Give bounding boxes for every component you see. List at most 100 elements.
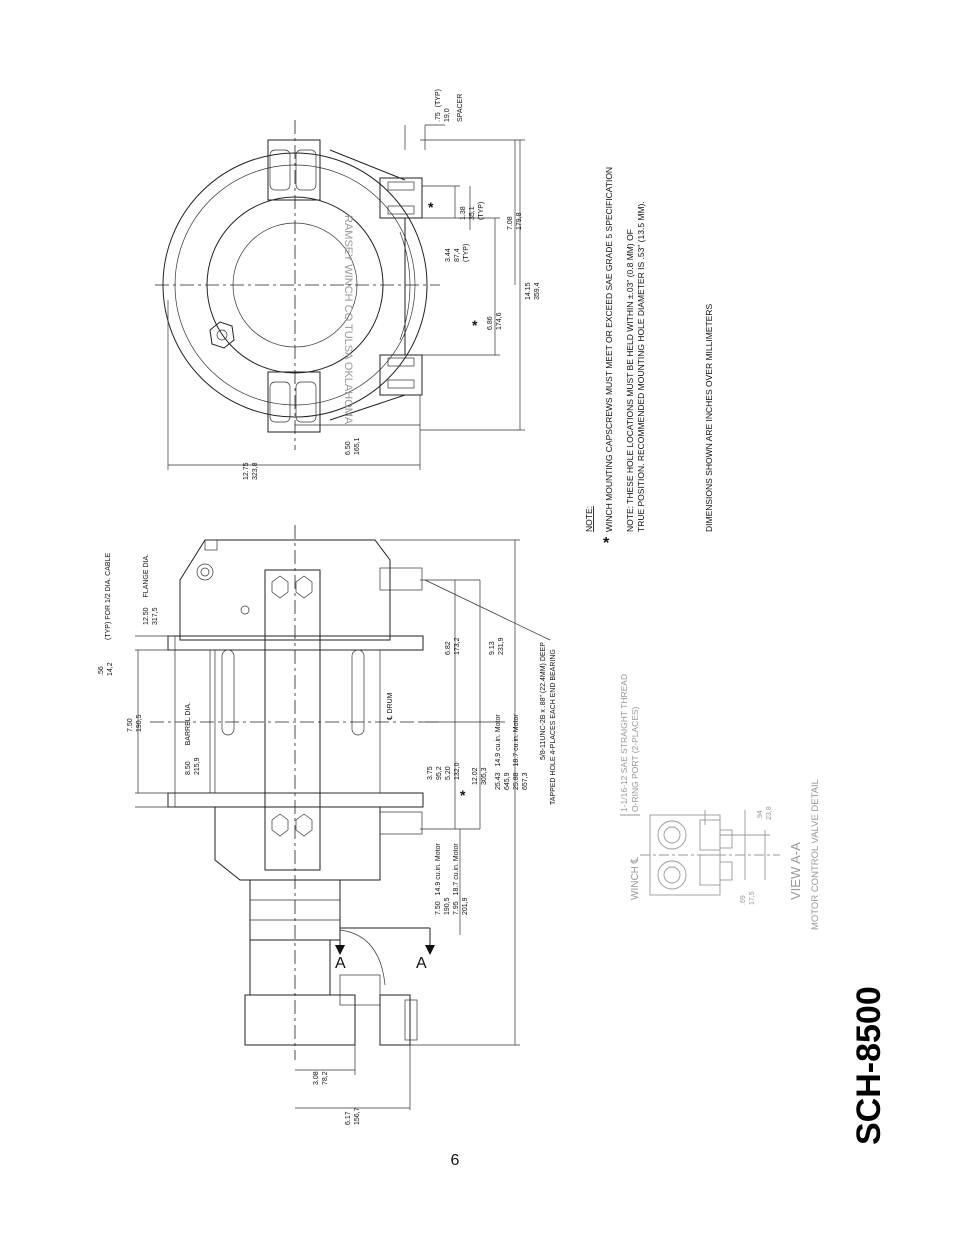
cable-dim-mm: 14,2 <box>107 662 114 676</box>
overall-149-inch: 25.43 <box>495 772 502 790</box>
overall-depth-inch: 12.75 <box>243 462 250 480</box>
hole-spacing-mm: 35,1 <box>469 206 476 220</box>
mount-width-mm: 174,6 <box>496 312 503 330</box>
flange-inch: 12.50 <box>143 607 150 625</box>
side-view: A A (TYP) FOR 1/2 DIA. CABLE .56 14,2 12… <box>98 525 557 1125</box>
barrel-label: BARREL DIA. <box>185 702 192 745</box>
dim-b-inch: .69 <box>740 895 747 905</box>
page-number: 6 <box>450 1152 460 1169</box>
bearing-span-mm: 231,9 <box>498 637 505 655</box>
overall-depth-mm: 323,8 <box>252 462 259 480</box>
spacer-label: SPACER <box>457 94 464 122</box>
mount-width-marker: * <box>472 317 478 333</box>
page-title: SCH-8500 <box>850 986 888 1145</box>
hole-spacing-typ: (TYP) <box>478 202 485 220</box>
overall-height-inch: 14.15 <box>525 282 532 300</box>
svg-text:25.4314.9 cu.in. Motor: 25.4314.9 cu.in. Motor <box>495 714 502 790</box>
svg-text:12.50FLANGE DIA.: 12.50 FLANGE DIA. <box>143 554 150 625</box>
view-aa-detail: 1-1/16-12 SAE STRAIGHT THREAD O-RING POR… <box>619 674 821 930</box>
half-height-mm: 179,8 <box>516 212 523 230</box>
svg-text:℄ DRUM: ℄ DRUM <box>387 692 394 721</box>
drain-plug-icon <box>209 321 235 349</box>
mount-length-inch: 12.02 <box>472 767 479 785</box>
overall-149-mm: 645,9 <box>504 772 511 790</box>
svg-text:.75 (TYP): .75 (TYP) <box>435 89 442 122</box>
half-height-inch: 7.08 <box>507 216 514 230</box>
flange-offset-inch: 6.82 <box>445 641 452 655</box>
end-view: RAMSEY WINCH CO TULSA OKLAHOMA .75 (TYP)… <box>155 89 541 480</box>
valve-offset-mm: 78,2 <box>322 1071 329 1085</box>
spacer-inch: .75 <box>435 112 442 122</box>
barrel-mm: 215,9 <box>194 757 201 775</box>
note-line-2: NOTE: THESE HOLE LOCATIONS MUST BE HELD … <box>625 229 635 532</box>
barrel-width-inch: 7.50 <box>127 718 134 732</box>
hole-spacing-inch: 1.38 <box>460 206 467 220</box>
winch-cl-label: WINCH ℄ <box>630 856 641 900</box>
spacer-typ: (TYP) <box>435 89 442 107</box>
svg-text:7.5014.9 cu.in. Motor: 7.50 14.9 cu.in. Motor <box>435 843 442 915</box>
dim-a-inch: .94 <box>757 810 764 820</box>
tie-bar-bottom <box>267 371 321 433</box>
bearing-span-inch: 9.13 <box>489 641 496 655</box>
tie-bar-side <box>264 569 321 871</box>
notes-marker: * <box>603 535 610 552</box>
hole-offset-inch: 3.44 <box>445 248 452 262</box>
title-block: SCH-8500 <box>850 986 888 1145</box>
center-height-mm: 165,1 <box>354 437 361 455</box>
motor-adapter <box>249 939 331 996</box>
hole-offset-mm: 87,4 <box>454 248 461 262</box>
cable-dim-inch: .56 <box>98 666 105 676</box>
drum-offset-mm: 95,2 <box>436 766 443 780</box>
notes: NOTE: * WINCH MOUNTING CAPSCREWS MUST ME… <box>584 167 714 552</box>
view-title: VIEW A-A <box>788 842 803 900</box>
motor-end-bearing <box>214 807 381 881</box>
drum-offset-inch: 3.75 <box>427 766 434 780</box>
overall-height-mm: 359,4 <box>534 282 541 300</box>
flange-mm: 317,5 <box>152 607 159 625</box>
flange-offset-mm: 173,2 <box>454 637 461 655</box>
flange-bottom <box>167 792 424 808</box>
hole-spacing-marker: * <box>428 199 434 215</box>
control-valve <box>244 994 356 1046</box>
note-line-4: DIMENSIONS SHOWN ARE INCHES OVER MILLIME… <box>704 304 714 532</box>
valve-offset-inch: 3.08 <box>313 1071 320 1085</box>
section-mark-right: A <box>416 955 427 972</box>
tapped-hole-note-1: 5/8-11UNC-2B x .88" (22.4MM) DEEP <box>540 642 547 760</box>
hole-offset-typ: (TYP) <box>463 244 470 262</box>
gear-housing <box>179 539 391 641</box>
motor-187-mm: 201,9 <box>462 897 469 915</box>
center-height-inch: 6.50 <box>345 441 352 455</box>
flange-top <box>167 635 424 651</box>
motor-149-mm: 190,5 <box>444 897 451 915</box>
mount-foot-top <box>379 177 423 219</box>
valve-length-mm: 156,7 <box>354 1107 361 1125</box>
mount-length-mm: 305,3 <box>481 767 488 785</box>
tie-bar-top <box>267 139 321 201</box>
motor-187-inch: 7.95 <box>453 901 460 915</box>
svg-text:RAMSEY WINCH CO TULSA OKLAHOMA: RAMSEY WINCH CO TULSA OKLAHOMA <box>342 215 354 425</box>
motor-149-inch: 7.50 <box>435 901 442 915</box>
mount-span-inch: 5.20 <box>445 766 452 780</box>
mount-foot-bottom <box>379 354 423 396</box>
port-note-2: O-RING PORT (2-PLACES) <box>630 706 640 812</box>
drum-label: DRUM <box>387 692 394 713</box>
note-line-1: WINCH MOUNTING CAPSCREWS MUST MEET OR EX… <box>604 167 614 532</box>
section-mark-left: A <box>335 955 346 972</box>
dim-b-mm: 17,5 <box>749 891 756 905</box>
housing-lettering: RAMSEY WINCH CO TULSA OKLAHOMA <box>342 215 354 425</box>
svg-text:8.50BARREL DIA.: 8.50BARREL DIA. <box>185 702 192 775</box>
flange-label: FLANGE DIA. <box>143 554 150 598</box>
port-note-1: 1-1/16-12 SAE STRAIGHT THREAD <box>619 674 629 812</box>
motor-149-label: 14.9 cu.in. Motor <box>435 843 442 896</box>
valve-length-inch: 6.17 <box>345 1111 352 1125</box>
overall-187-label: 18.7 cu.in. Motor <box>513 714 520 767</box>
drum-barrel <box>209 649 381 794</box>
view-subtitle: MOTOR CONTROL VALVE DETAIL <box>810 779 821 930</box>
cable-note: (TYP) FOR 1/2 DIA. CABLE <box>105 553 112 640</box>
svg-text:7.9518.7 cu.in. Motor: 7.9518.7 cu.in. Motor <box>453 843 460 915</box>
note-line-3: TRUE POSITION. RECOMMENDED MOUNTING HOLE… <box>636 201 646 532</box>
mount-width-inch: 6.86 <box>487 316 494 330</box>
notes-heading: NOTE: <box>584 506 594 532</box>
